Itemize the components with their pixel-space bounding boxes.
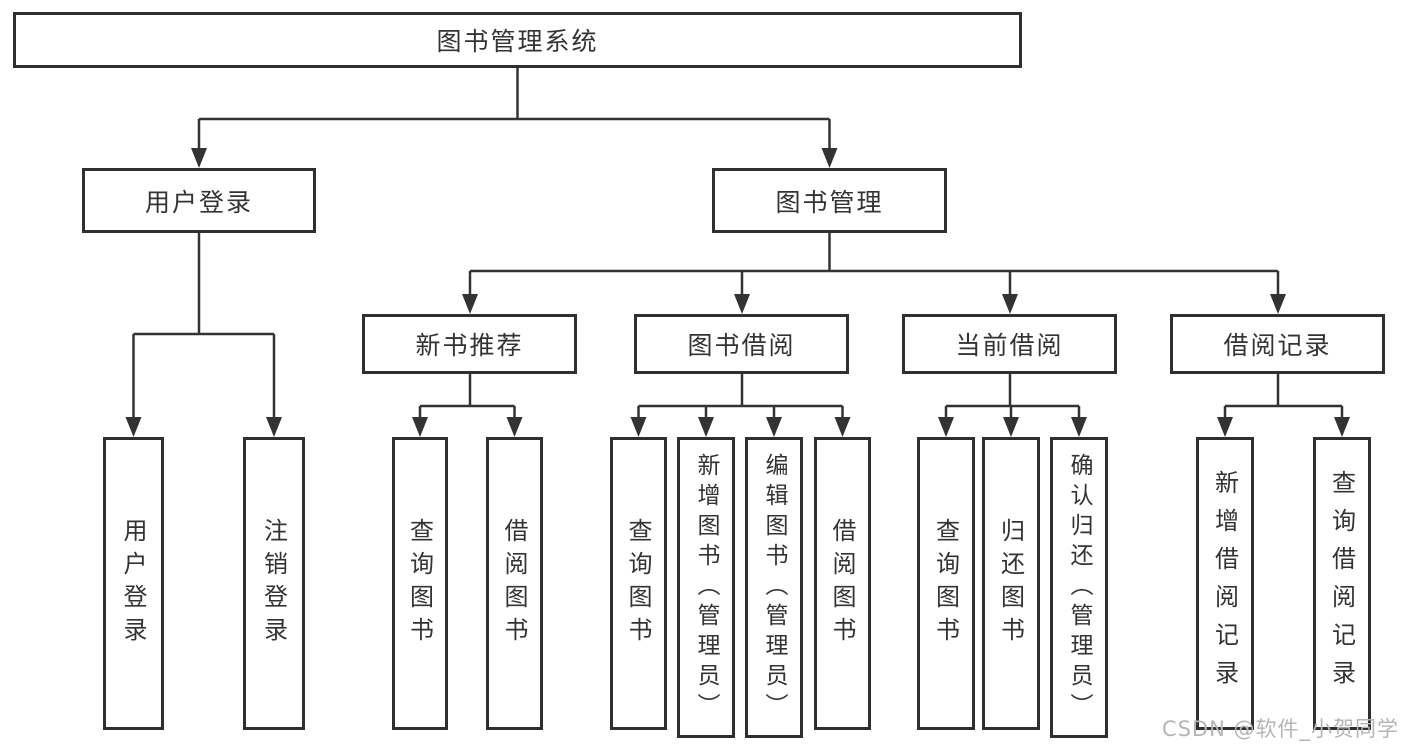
node-label: 用户登录 — [144, 187, 253, 217]
node-label: 查询图书 — [624, 517, 652, 650]
node-label: 图书借阅 — [687, 331, 796, 360]
node-label: 注销登录 — [259, 517, 288, 650]
leaf-user-login: 用户登录 — [103, 437, 164, 730]
leaf-edit-books-admin: 编辑图书（管理员） — [745, 437, 803, 738]
node-current-borrowing: 当前借阅 — [902, 314, 1117, 374]
node-label: 用户登录 — [119, 517, 147, 650]
node-label: 借阅图书 — [828, 517, 856, 650]
node-label: 编辑图书（管理员） — [761, 452, 787, 723]
leaf-return-books: 归还图书 — [982, 437, 1040, 730]
leaf-query-borrow-record: 查询借阅记录 — [1313, 437, 1371, 730]
node-label: 确认归还（管理员） — [1066, 452, 1092, 723]
node-label: 新增图书（管理员） — [693, 452, 719, 723]
node-label: 查询借阅记录 — [1327, 469, 1356, 698]
leaf-borrow-books-recommend: 借阅图书 — [486, 437, 543, 730]
node-new-book-recommend: 新书推荐 — [362, 314, 577, 374]
node-label: 图书管理系统 — [436, 27, 599, 56]
node-user-login: 用户登录 — [82, 168, 316, 233]
node-borrowing-records: 借阅记录 — [1170, 314, 1385, 374]
node-label: 归还图书 — [996, 517, 1025, 650]
leaf-logout: 注销登录 — [243, 437, 305, 730]
node-label: 新增借阅记录 — [1210, 469, 1239, 698]
leaf-add-books-admin: 新增图书（管理员） — [677, 437, 735, 738]
node-label: 查询图书 — [931, 517, 960, 650]
node-label: 借阅图书 — [500, 517, 528, 650]
node-book-borrowing: 图书借阅 — [634, 314, 849, 374]
node-label: 新书推荐 — [415, 331, 524, 360]
watermark: CSDN @软件_小贺同学 — [1161, 717, 1399, 741]
leaf-borrow-books: 借阅图书 — [814, 437, 871, 730]
leaf-query-books-recommend: 查询图书 — [392, 437, 448, 730]
leaf-query-books-borrow: 查询图书 — [610, 437, 667, 730]
leaf-confirm-return-admin: 确认归还（管理员） — [1050, 437, 1108, 738]
node-label: 查询图书 — [405, 517, 434, 650]
node-book-management: 图书管理 — [712, 168, 947, 233]
leaf-add-borrow-record: 新增借阅记录 — [1196, 437, 1254, 730]
leaf-query-books-current: 查询图书 — [917, 437, 975, 730]
node-label: 图书管理 — [775, 187, 884, 217]
node-library-management-system: 图书管理系统 — [13, 12, 1022, 68]
node-label: 当前借阅 — [955, 331, 1064, 360]
node-label: 借阅记录 — [1223, 331, 1332, 360]
